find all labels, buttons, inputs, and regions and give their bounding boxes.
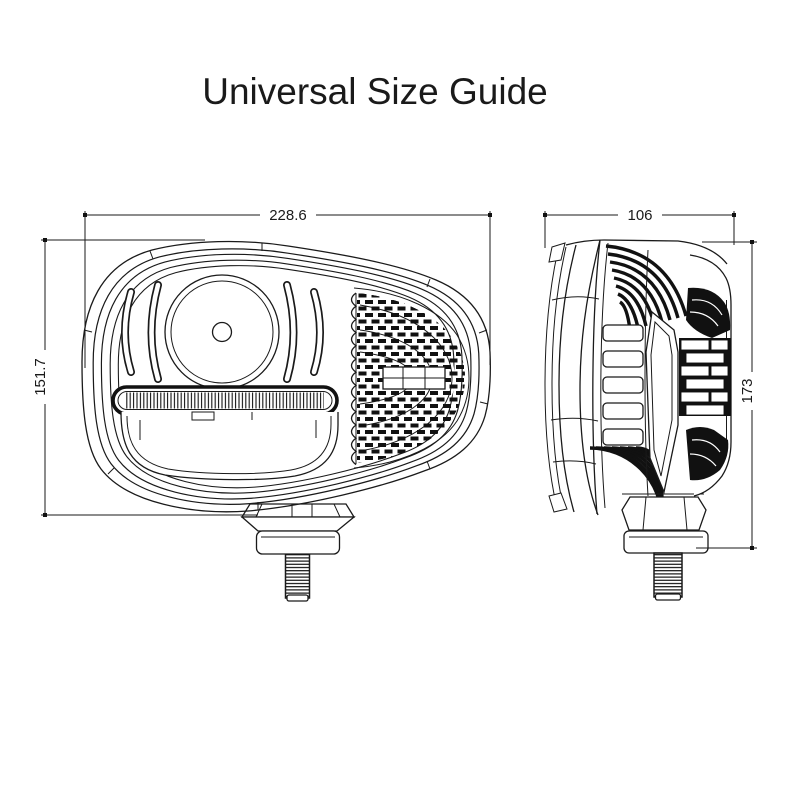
side-bracket-serrations	[679, 338, 731, 416]
page-title: Universal Size Guide	[202, 71, 547, 112]
dimension-front-width: 228.6	[83, 207, 492, 368]
dimension-label-front-width: 228.6	[269, 207, 307, 224]
front-lower-lens	[120, 411, 339, 481]
side-lens-profile	[544, 239, 601, 516]
dimension-label-side-height: 173	[739, 378, 756, 403]
front-rim-ticks	[83, 243, 489, 510]
front-mount-bracket	[240, 503, 356, 602]
side-mount-bolt	[653, 552, 683, 598]
front-drl-strip	[111, 385, 339, 416]
side-mount-washer	[623, 530, 709, 554]
dimension-label-side-width: 106	[627, 207, 652, 224]
dimension-side-height: 173	[696, 240, 757, 550]
front-body-outline	[81, 240, 491, 513]
side-mount-bracket	[621, 493, 709, 601]
side-view	[544, 239, 732, 601]
side-housing-slots	[592, 239, 649, 515]
front-wave-arcs	[121, 281, 324, 383]
dimension-label-front-height: 151.7	[32, 358, 49, 396]
front-serrated-edge	[350, 292, 358, 466]
projector-center-dot	[211, 321, 233, 343]
front-view	[81, 240, 491, 602]
front-turn-signal-lens	[350, 287, 470, 469]
side-bracket-arm	[645, 310, 679, 495]
dimension-side-width: 106	[543, 207, 736, 248]
side-right-bracket	[679, 254, 732, 497]
front-mount-washer	[255, 530, 341, 555]
side-housing-top-edge	[565, 239, 728, 265]
dimension-front-height: 151.7	[32, 238, 258, 517]
front-mount-bolt	[284, 553, 311, 599]
front-lens-center-grid	[382, 366, 446, 390]
front-projector-lens	[164, 274, 280, 390]
